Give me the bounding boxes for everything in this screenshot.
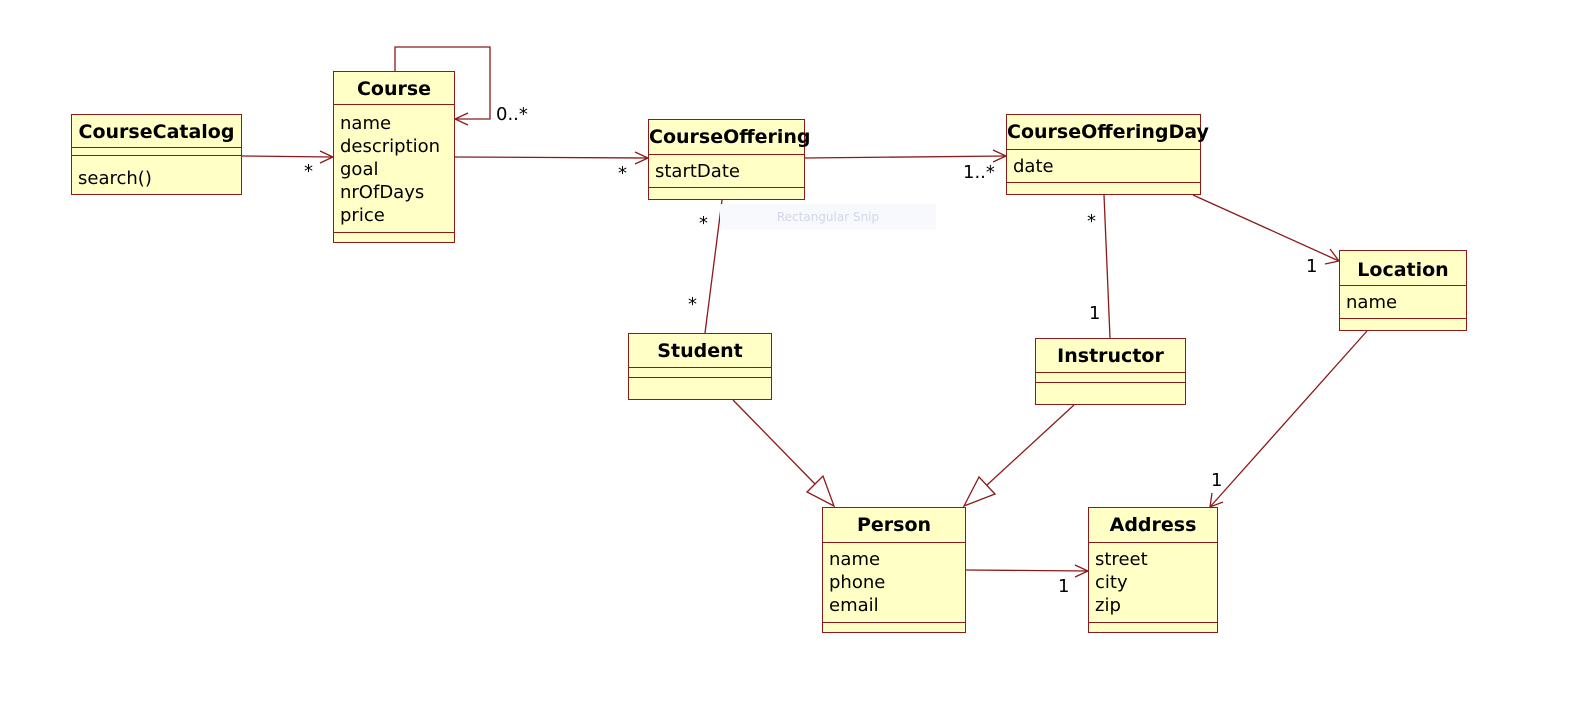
divider <box>1089 542 1217 543</box>
multiplicity-offering-day: 1..* <box>963 162 995 183</box>
attribute: date <box>1013 156 1054 177</box>
attribute-list: street city zip <box>1095 548 1148 617</box>
attribute: city <box>1095 572 1128 593</box>
assoc-catalog-course <box>241 155 334 158</box>
attribute: description <box>340 136 441 157</box>
multiplicity-course-offering: * <box>618 163 627 184</box>
divider <box>1340 318 1466 319</box>
assoc-course-offering <box>454 156 649 159</box>
class-courseofferingday[interactable]: CourseOfferingDay date <box>1006 114 1209 195</box>
divider <box>334 104 454 105</box>
divider <box>1036 382 1185 383</box>
gen-student-person <box>732 399 816 485</box>
gen-instructor-person <box>986 404 1075 486</box>
divider <box>1007 182 1200 183</box>
assoc-location-address <box>1209 330 1368 508</box>
divider <box>1007 149 1200 150</box>
assoc-day-location <box>1192 194 1340 262</box>
class-name: Course <box>356 78 432 100</box>
attribute-list: name description goal nrOfDays price <box>340 112 440 227</box>
generalization-arrowhead <box>962 475 997 508</box>
class-coursecatalog[interactable]: CourseCatalog search() <box>71 114 242 195</box>
divider <box>649 154 804 155</box>
class-student[interactable]: Student <box>628 333 772 400</box>
assoc-offering-day <box>804 155 1007 159</box>
divider <box>334 232 454 233</box>
arrowhead <box>453 112 469 126</box>
multiplicity-offering-student-bottom: * <box>688 294 697 315</box>
multiplicity-day-instructor-top: * <box>1087 211 1096 232</box>
assoc-offering-student <box>704 199 723 334</box>
multiplicity-person-address: 1 <box>1058 576 1070 597</box>
class-name: CourseOfferingDay <box>1007 121 1209 143</box>
attribute: nrOfDays <box>340 182 425 203</box>
class-location[interactable]: Location name <box>1339 250 1467 331</box>
class-name: CourseOffering <box>649 126 811 148</box>
operation: search() <box>78 168 152 189</box>
attribute-list: startDate <box>655 160 740 183</box>
arrowhead <box>1324 248 1341 265</box>
attribute: name <box>1346 292 1398 313</box>
multiplicity-location-address: 1 <box>1211 470 1223 491</box>
attribute: goal <box>340 159 379 180</box>
class-name: Location <box>1357 259 1449 281</box>
divider <box>72 147 241 148</box>
class-instructor[interactable]: Instructor <box>1035 338 1186 405</box>
divider <box>823 622 965 623</box>
attribute-list: name <box>1346 291 1397 314</box>
assoc-course-self <box>394 46 491 120</box>
divider <box>629 377 771 378</box>
divider <box>629 367 771 368</box>
attribute-list: name phone email <box>829 548 885 617</box>
divider <box>1089 622 1217 623</box>
class-name: Person <box>856 514 932 536</box>
attribute: name <box>340 113 392 134</box>
class-course[interactable]: Course name description goal nrOfDays pr… <box>333 71 455 243</box>
attribute: email <box>829 595 879 616</box>
divider <box>649 187 804 188</box>
class-person[interactable]: Person name phone email <box>822 507 966 633</box>
attribute: price <box>340 205 385 226</box>
class-name: Student <box>657 340 743 362</box>
multiplicity-catalog-course: * <box>304 161 313 182</box>
class-name: Instructor <box>1057 345 1164 367</box>
attribute: name <box>829 549 881 570</box>
divider <box>1036 372 1185 373</box>
attribute: street <box>1095 549 1148 570</box>
generalization-arrowhead <box>805 474 836 508</box>
operation-list: search() <box>78 167 152 190</box>
class-courseoffering[interactable]: CourseOffering startDate <box>648 119 811 200</box>
attribute: phone <box>829 572 886 593</box>
class-name: Address <box>1109 514 1197 536</box>
class-name: CourseCatalog <box>78 121 235 143</box>
multiplicity-day-instructor-bottom: 1 <box>1089 303 1101 324</box>
assoc-day-instructor <box>1103 194 1111 339</box>
attribute: startDate <box>655 161 740 182</box>
divider <box>1340 285 1466 286</box>
divider <box>823 542 965 543</box>
multiplicity-day-location: 1 <box>1306 256 1318 277</box>
assoc-person-address <box>965 569 1089 572</box>
rectangular-snip-overlay: Rectangular Snip <box>720 204 936 230</box>
attribute-list: date <box>1013 155 1054 178</box>
multiplicity-course-self: 0..* <box>496 104 528 125</box>
multiplicity-offering-student-top: * <box>699 213 708 234</box>
class-address[interactable]: Address street city zip <box>1088 507 1218 633</box>
divider <box>72 155 241 156</box>
attribute: zip <box>1095 595 1121 616</box>
